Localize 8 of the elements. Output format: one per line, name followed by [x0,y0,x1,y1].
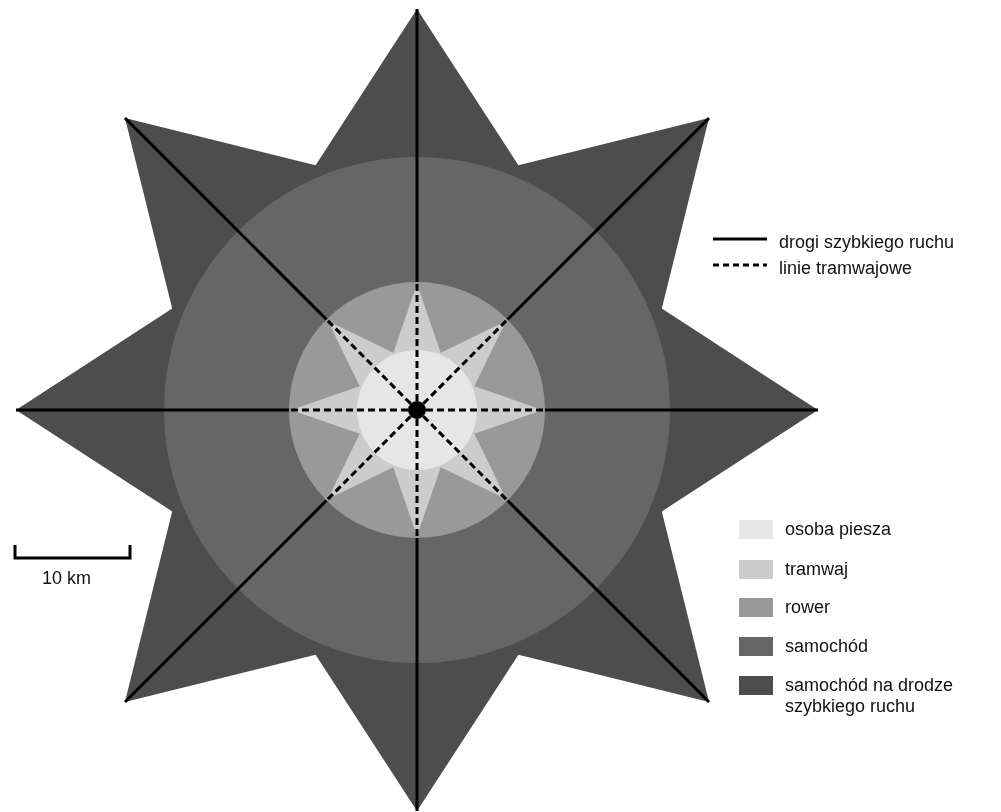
scale-label: 10 km [42,568,92,589]
legend-text: drogi szybkiego ruchu [779,232,956,253]
legend-text: rower [785,597,831,618]
legend-text: tramwaj [785,559,849,580]
legend-text: samochód na drodze szybkiego ruchu [785,675,955,717]
legend-text: linie tramwajowe [779,258,914,279]
legend-text: osoba piesza [785,519,893,540]
legend-text: samochód [785,636,870,657]
